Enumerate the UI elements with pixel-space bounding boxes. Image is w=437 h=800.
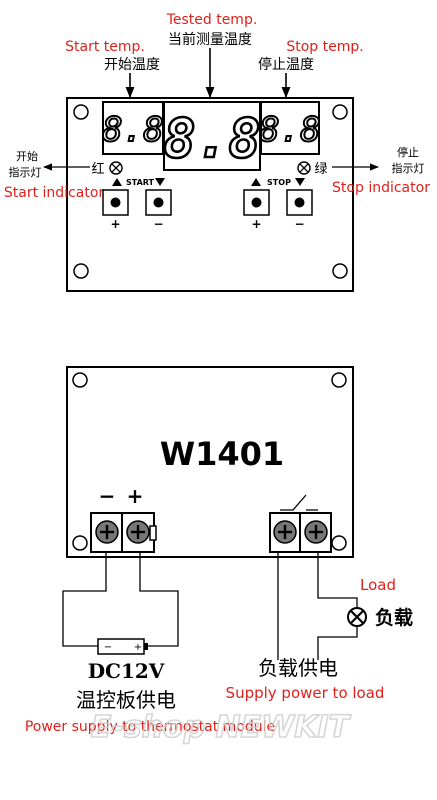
power-minus-screw-icon[interactable] [95,520,119,544]
start-indicator-label-en: Start indicator [4,185,105,201]
green-led-icon [297,161,311,175]
start-indicator-label-cn-2: 指示灯 [9,165,42,179]
start-minus-button[interactable] [145,189,172,216]
battery-minus-label: − [104,642,112,653]
start-temp-label-en: Start temp. [65,39,145,55]
stop-temp-label-cn: 停止温度 [258,56,314,73]
load-lamp-icon [347,607,367,627]
tested-temp-label-cn: 当前测量温度 [168,31,252,48]
green-led-label: 绿 [314,162,327,177]
stop-plus-label: + [251,217,261,231]
stop-temp-digits: 8.8 [259,110,320,150]
red-led-label: 红 [91,161,104,177]
stop-down-triangle-icon [295,178,305,186]
mount-hole-bl [73,263,89,279]
load-supply-label-en: Supply power to load [226,684,385,702]
terminal-plus-label: + [127,484,144,508]
stop-group-label: STOP [267,178,291,187]
tested-temp-label-en: Tested temp. [166,12,258,28]
start-plus-button[interactable] [102,189,129,216]
power-wire-negative [62,552,107,647]
start-down-triangle-icon [155,178,165,186]
load-screw-1-icon[interactable] [273,520,297,544]
power-plus-screw-icon[interactable] [126,520,150,544]
tested-temp-digits: 8.8 [163,107,261,170]
relay-mount-hole-tl [72,372,88,388]
mount-hole-tl [73,104,89,120]
stop-indicator-label-cn-1: 停止 [397,145,419,159]
model-name: W1401 [160,435,284,473]
relay-mount-hole-bl [72,535,88,551]
stop-minus-label: − [294,217,304,231]
stop-plus-button[interactable] [243,189,270,216]
relay-mount-hole-tr [331,372,347,388]
start-temp-display [102,101,164,155]
watermark: E-shop NEWKIT [91,710,352,745]
start-temp-label-cn: 开始温度 [104,57,160,73]
power-wire-positive [139,552,179,647]
red-led-icon [109,161,123,175]
mount-hole-br [332,263,348,279]
stop-minus-button[interactable] [286,189,313,216]
terminal-minus-label: − [99,484,116,508]
relay-mount-hole-br [331,535,347,551]
battery-plus-label: + [134,642,142,653]
stop-temp-label-en: Stop temp. [286,39,363,55]
load-label-en: Load [360,576,396,594]
start-minus-label: − [153,217,163,231]
mount-hole-tr [332,104,348,120]
battery-icon [97,638,148,655]
load-supply-label-cn: 负载供电 [258,656,338,680]
supply-voltage: DC12V [88,659,165,683]
stop-temp-display [260,101,320,155]
load-wire-3 [317,627,358,660]
stop-indicator-label-en: Stop indicator [332,180,430,196]
start-temp-digits: 8.8 [102,110,163,150]
load-screw-2-icon[interactable] [304,520,328,544]
supply-label-en: Power supply to thermostat module [25,719,275,735]
start-group-label: START [126,178,155,187]
tested-temp-display [163,101,261,171]
load-wire-2 [317,552,358,607]
stop-up-triangle-icon [251,178,261,186]
supply-label-cn: 温控板供电 [76,688,176,712]
stop-indicator-label-cn-2: 指示灯 [392,161,425,175]
start-indicator-label-cn-1: 开始 [16,149,38,163]
start-plus-label: + [110,217,120,231]
relay-switch-icon [280,494,318,511]
load-label-cn: 负载 [375,606,413,629]
start-up-triangle-icon [112,178,122,186]
